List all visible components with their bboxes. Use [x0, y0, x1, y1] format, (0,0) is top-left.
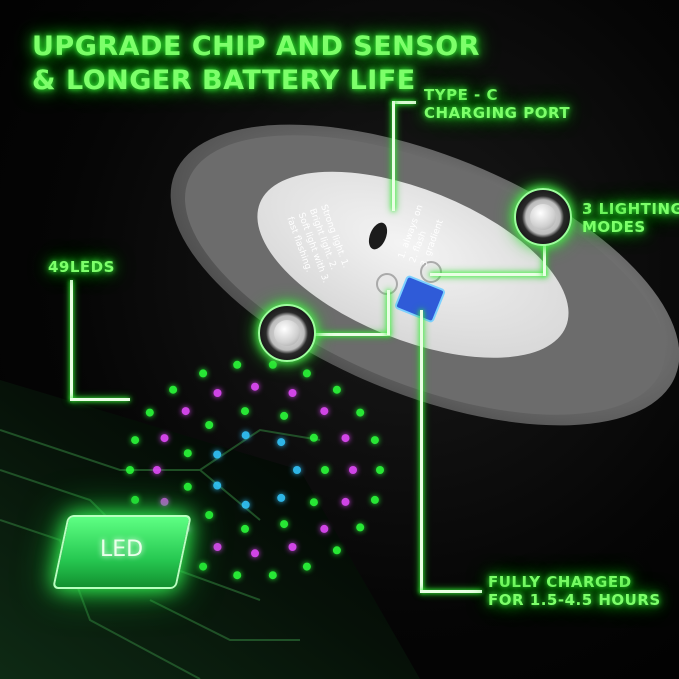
led-chip-label: LED [100, 537, 144, 562]
leds-line-h [70, 398, 130, 401]
power-line-h [310, 333, 390, 336]
leds-line-v [70, 280, 73, 400]
charging-port [368, 222, 388, 250]
led-dot [277, 493, 286, 502]
led-dot [241, 524, 249, 533]
sensor-chip [394, 275, 446, 323]
led-dot [370, 495, 379, 504]
type-c-line-2: CHARGING PORT [424, 104, 571, 122]
led-dot [302, 562, 311, 571]
led-dot [205, 511, 214, 519]
led-dot [181, 407, 190, 416]
led-dot [233, 571, 242, 580]
led-dot [288, 543, 297, 551]
led-dot [213, 450, 222, 459]
led-dot [321, 466, 329, 474]
lighting-line-h [430, 273, 546, 276]
type-c-line-h [392, 101, 416, 104]
lighting-modes-callout: 3 LIGHTING MODES [582, 200, 679, 236]
led-dot [183, 449, 192, 458]
led-dot [126, 466, 134, 474]
led-dot [213, 389, 222, 397]
led-dot [251, 382, 259, 391]
led-dot [251, 549, 259, 558]
led-dot [233, 360, 242, 369]
type-c-line-v [392, 101, 395, 211]
led-dot [309, 498, 318, 507]
led-dot [268, 571, 277, 580]
charged-line-2: FOR 1.5-4.5 HOURS [488, 591, 661, 609]
led-dot [241, 500, 250, 509]
led-dot [280, 411, 289, 420]
led-dot [349, 466, 357, 474]
power-line-v [387, 290, 390, 335]
led-dot [241, 407, 249, 416]
leds-callout: 49LEDS [48, 258, 115, 276]
led-dot [169, 385, 178, 394]
led-dot [376, 466, 384, 474]
led-dot [293, 466, 301, 474]
led-dot [320, 524, 329, 533]
led-dot [277, 438, 286, 447]
led-dot [153, 466, 161, 474]
lighting-line-2: MODES [582, 218, 646, 236]
charged-line-h [420, 590, 482, 593]
lighting-line-1: 3 LIGHTING [582, 200, 679, 218]
headline-line-1: UPGRADE CHIP AND SENSOR [32, 31, 480, 62]
led-dot [356, 523, 365, 532]
led-dot [145, 408, 154, 417]
led-dot [341, 497, 350, 506]
led-dot [183, 482, 192, 491]
led-dot [320, 407, 329, 416]
led-dot [131, 436, 140, 445]
led-dot [131, 495, 140, 504]
charged-line-v [420, 310, 423, 592]
led-dot [199, 369, 208, 378]
small-button-2 [420, 261, 442, 283]
led-dot [160, 434, 169, 443]
led-dot [280, 520, 289, 529]
headline-line-2: & LONGER BATTERY LIFE [32, 65, 416, 96]
led-dot [241, 431, 250, 440]
headline: UPGRADE CHIP AND SENSOR & LONGER BATTERY… [32, 30, 480, 98]
lighting-line-v [543, 232, 546, 276]
type-c-callout: TYPE - C CHARGING PORT [424, 86, 570, 122]
led-dot [341, 434, 350, 443]
charged-line-1: FULLY CHARGED [488, 573, 632, 591]
led-dot [205, 421, 214, 429]
led-dot [288, 389, 297, 397]
power-button-icon [258, 304, 316, 362]
led-dot [268, 360, 277, 369]
mode-button-icon [514, 188, 572, 246]
type-c-line-1: TYPE - C [424, 86, 499, 104]
led-dot [199, 562, 208, 571]
led-dot [370, 436, 379, 445]
charged-callout: FULLY CHARGED FOR 1.5-4.5 HOURS [488, 573, 661, 609]
led-dot [309, 433, 318, 442]
led-dot [160, 497, 169, 506]
led-dot [213, 543, 222, 551]
led-dot [302, 369, 311, 378]
led-dot [332, 385, 341, 394]
led-dot [356, 408, 365, 417]
led-dot [332, 546, 341, 555]
led-dot [213, 481, 222, 490]
